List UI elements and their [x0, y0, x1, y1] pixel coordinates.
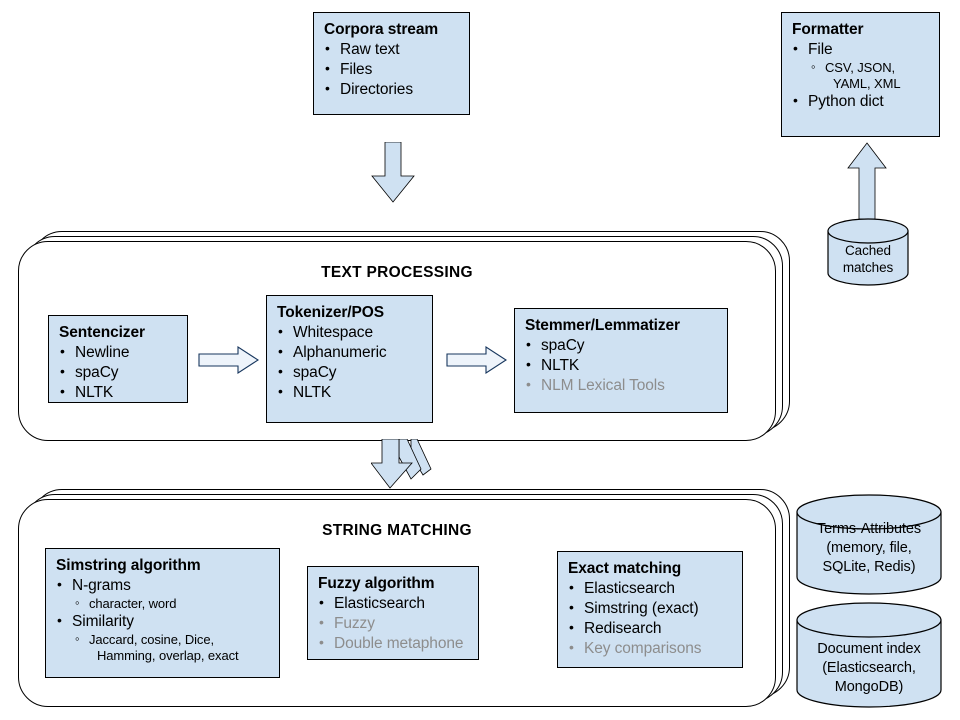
list-item: NLTK: [277, 382, 423, 403]
fuzzy-algorithm-title: Fuzzy algorithm: [318, 575, 435, 592]
stemmer-lemmatizer-list: spaCy NLTK NLM Lexical Tools: [525, 335, 718, 396]
stemmer-lemmatizer-box[interactable]: Stemmer/Lemmatizer spaCy NLTK NLM Lexica…: [514, 308, 728, 413]
formatter-title: Formatter: [792, 21, 864, 38]
tokenizer-pos-title: Tokenizer/POS: [277, 304, 384, 321]
list-item: Redisearch: [568, 618, 733, 639]
list-item: File: [792, 39, 930, 60]
list-item: Double metaphone: [318, 633, 469, 654]
formatter-list: File CSV, JSON, YAML, XML Python dict: [792, 39, 930, 112]
fuzzy-algorithm-box[interactable]: Fuzzy algorithm Elasticsearch Fuzzy Doub…: [307, 566, 479, 660]
triple-down-arrow-text-processing-to-string-matching: [370, 438, 433, 489]
sentencizer-box[interactable]: Sentencizer Newline spaCy NLTK: [48, 315, 188, 403]
corpora-stream-box[interactable]: Corpora stream Raw text Files Directorie…: [313, 12, 470, 115]
tokenizer-pos-list: Whitespace Alphanumeric spaCy NLTK: [277, 322, 423, 404]
list-item: spaCy: [277, 362, 423, 383]
document-index-cylinder[interactable]: Document index (Elasticsearch, MongoDB): [795, 602, 943, 709]
terms-attributes-line-3: SQLite, Redis): [822, 559, 916, 575]
right-outline-arrow-sentencizer-to-tokenizer: [198, 345, 260, 375]
list-item: N-grams: [56, 575, 270, 596]
list-item: Key comparisons: [568, 638, 733, 659]
list-item: Python dict: [792, 91, 930, 112]
right-outline-arrow-tokenizer-to-stemmer: [446, 345, 508, 375]
cached-matches-line-2: matches: [842, 260, 894, 275]
list-item: Similarity: [56, 611, 270, 632]
simstring-algorithm-title: Simstring algorithm: [56, 557, 201, 574]
list-item: character, word: [56, 595, 270, 612]
document-index-line-1: Document index: [817, 641, 921, 657]
cached-matches-line-1: Cached: [845, 243, 891, 258]
list-item: Newline: [59, 342, 178, 363]
string-matching-title: STRING MATCHING: [322, 522, 472, 539]
down-arrow-corpora-to-text-processing: [371, 141, 415, 204]
text-processing-title: TEXT PROCESSING: [321, 264, 473, 281]
document-index-line-3: MongoDB): [834, 679, 904, 695]
simstring-algorithm-list: N-grams character, word Similarity Jacca…: [56, 575, 270, 664]
list-item: Elasticsearch: [318, 593, 469, 614]
exact-matching-list: Elasticsearch Simstring (exact) Redisear…: [568, 578, 733, 660]
list-item: CSV, JSON,: [792, 59, 930, 76]
text-processing-container[interactable]: TEXT PROCESSING Sentencizer Newline spaC…: [18, 231, 790, 441]
list-item: NLM Lexical Tools: [525, 375, 718, 396]
formatter-box[interactable]: Formatter File CSV, JSON, YAML, XML Pyth…: [781, 12, 940, 137]
up-arrow-cached-to-formatter: [846, 142, 888, 220]
list-item: Simstring (exact): [568, 598, 733, 619]
list-item: Fuzzy: [318, 613, 469, 634]
list-item: Raw text: [324, 39, 460, 60]
exact-matching-title: Exact matching: [568, 560, 682, 577]
sentencizer-title: Sentencizer: [59, 324, 145, 341]
terms-attributes-cylinder[interactable]: Terms-Attributes (memory, file, SQLite, …: [795, 494, 943, 596]
tokenizer-pos-box[interactable]: Tokenizer/POS Whitespace Alphanumeric sp…: [266, 295, 433, 423]
terms-attributes-line-1: Terms-Attributes: [817, 521, 921, 537]
list-item: Jaccard, cosine, Dice,: [56, 631, 270, 648]
terms-attributes-line-2: (memory, file,: [826, 540, 912, 556]
list-item: Alphanumeric: [277, 342, 423, 363]
list-item: Elasticsearch: [568, 578, 733, 599]
document-index-line-2: (Elasticsearch,: [822, 660, 916, 676]
simstring-algorithm-box[interactable]: Simstring algorithm N-grams character, w…: [45, 548, 280, 678]
cached-matches-cylinder[interactable]: Cached matches: [826, 218, 910, 286]
list-item: Whitespace: [277, 322, 423, 343]
list-item: spaCy: [59, 362, 178, 383]
list-item: Directories: [324, 79, 460, 100]
list-item: YAML, XML: [833, 75, 901, 91]
fuzzy-algorithm-list: Elasticsearch Fuzzy Double metaphone: [318, 593, 469, 654]
corpora-stream-list: Raw text Files Directories: [324, 39, 460, 100]
list-item: Files: [324, 59, 460, 80]
list-item: NLTK: [525, 355, 718, 376]
string-matching-container[interactable]: STRING MATCHING Simstring algorithm N-gr…: [18, 489, 790, 707]
exact-matching-box[interactable]: Exact matching Elasticsearch Simstring (…: [557, 551, 743, 668]
corpora-stream-title: Corpora stream: [324, 21, 439, 38]
sentencizer-list: Newline spaCy NLTK: [59, 342, 178, 403]
list-item: Hamming, overlap, exact: [97, 647, 239, 663]
stemmer-lemmatizer-title: Stemmer/Lemmatizer: [525, 317, 680, 334]
list-item: spaCy: [525, 335, 718, 356]
list-item: NLTK: [59, 382, 178, 403]
